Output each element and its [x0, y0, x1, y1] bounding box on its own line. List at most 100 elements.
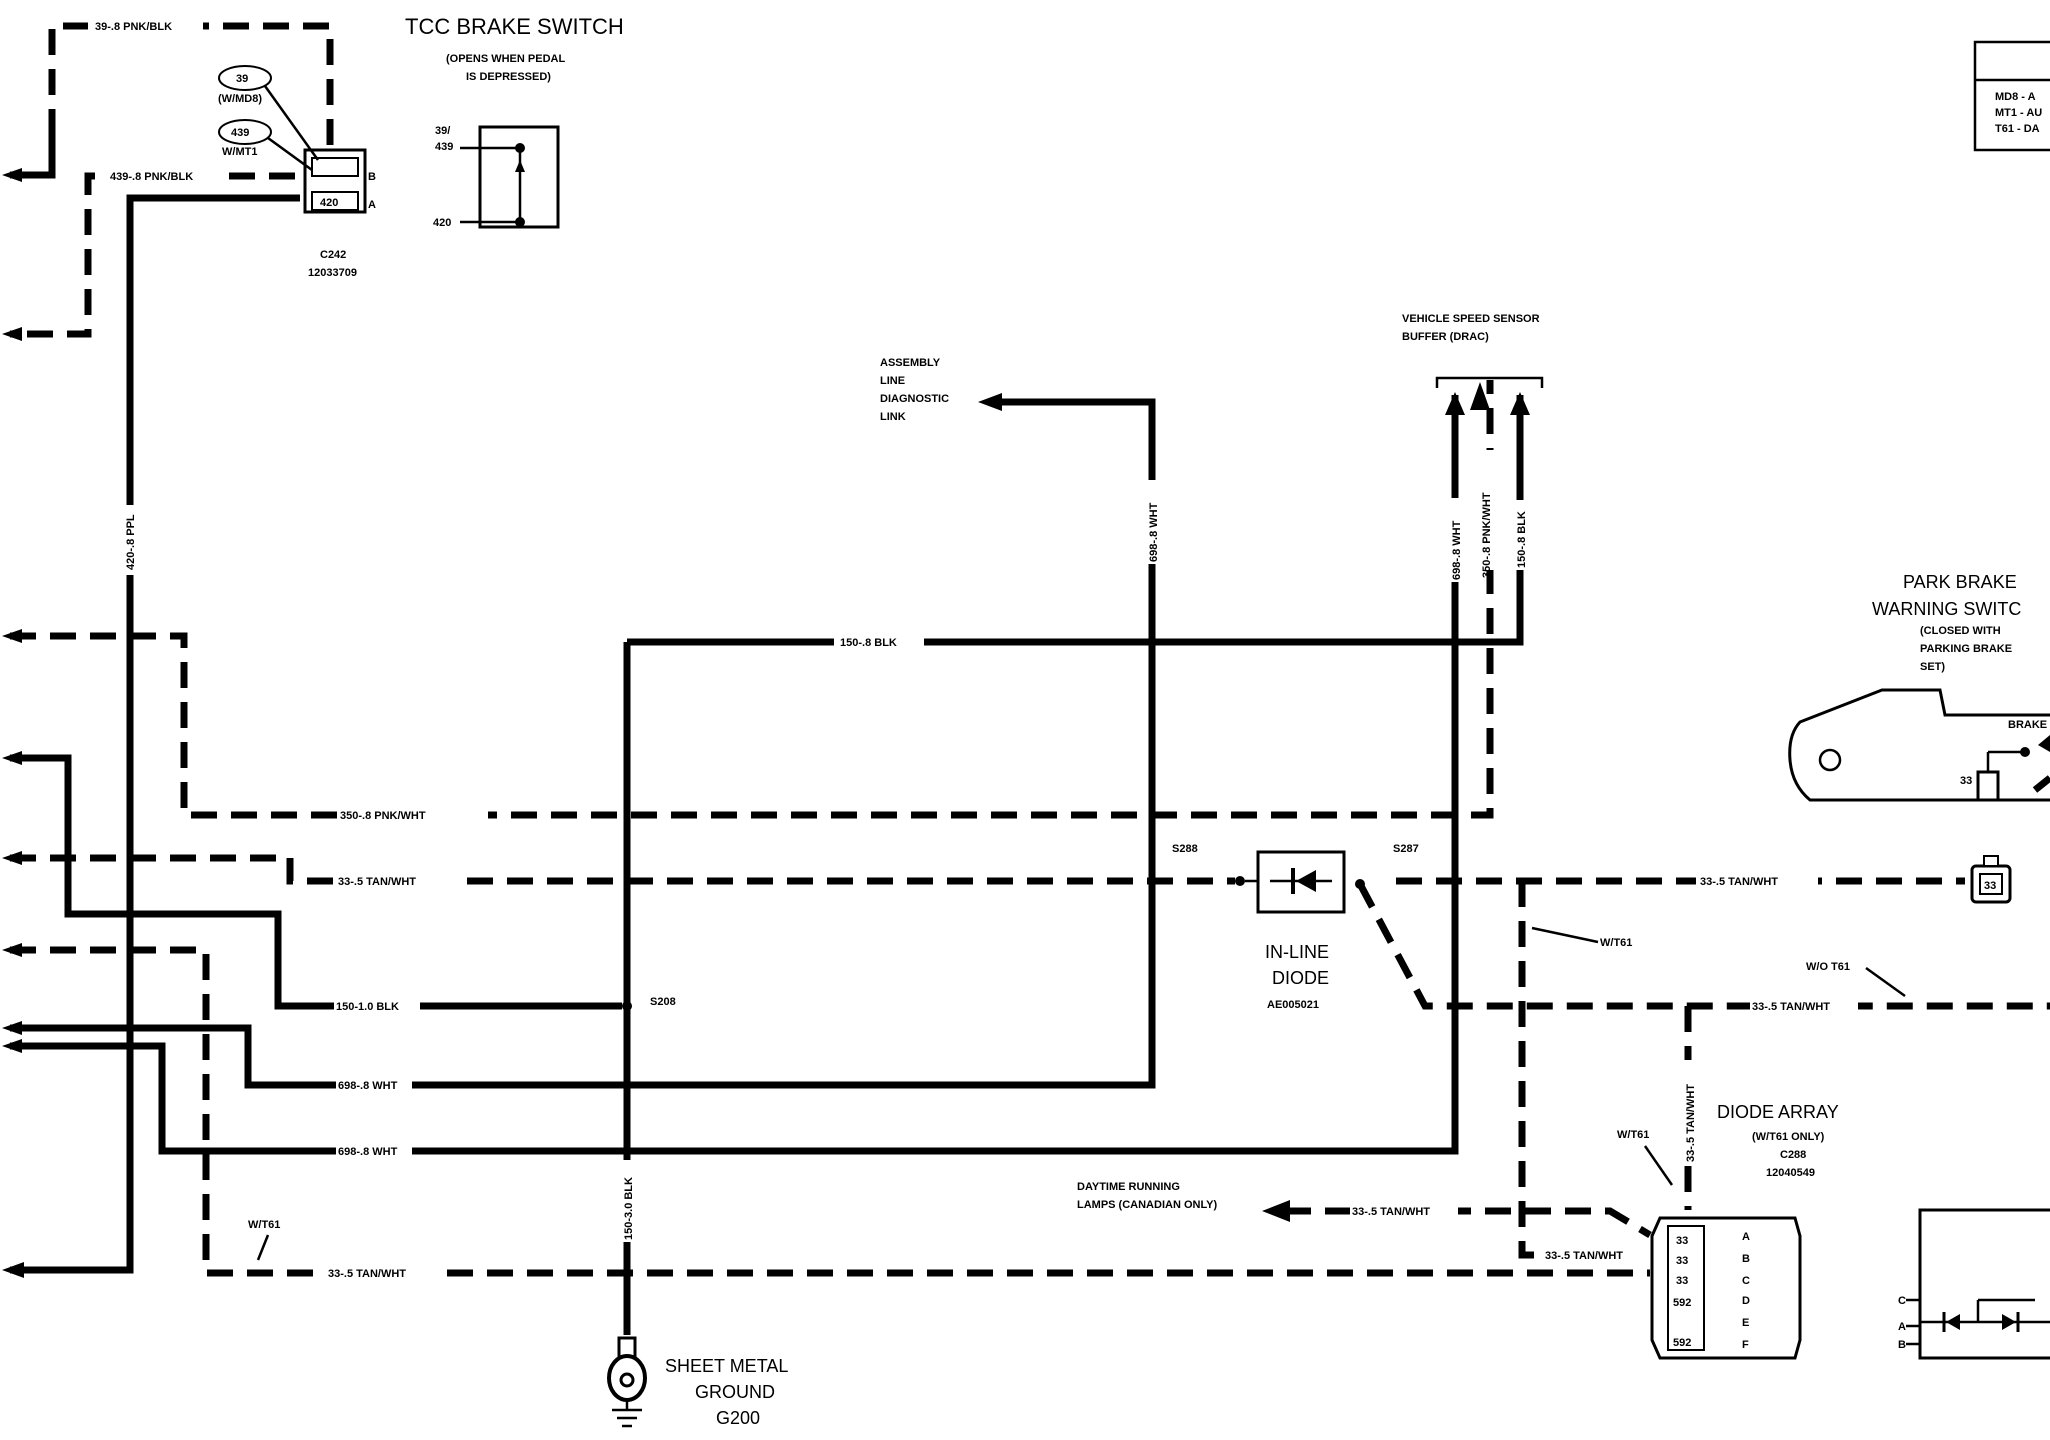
tcc-title: TCC BRAKE SWITCH: [405, 14, 624, 39]
wire-439-pnk-blk: 439-.8 PNK/BLK: [2, 169, 295, 341]
park-note-1: (CLOSED WITH: [1920, 625, 2001, 637]
tcc-brake-switch: TCC BRAKE SWITCH (OPENS WHEN PEDAL IS DE…: [405, 14, 624, 229]
wire-39-pnk-blk: 39-.8 PNK/BLK: [2, 19, 334, 182]
vss-label-2: BUFFER (DRAC): [1402, 331, 1489, 343]
drl-label-1: DAYTIME RUNNING: [1077, 1181, 1180, 1193]
vss-label-1: VEHICLE SPEED SENSOR: [1402, 313, 1540, 325]
array-pin-c: C: [1742, 1275, 1750, 1287]
wire-label-420: 420-.8 PPL: [125, 514, 137, 570]
wire-350-pnk-wht: 350-.8 PNK/WHT: [2, 380, 1494, 822]
splice-s208: S208: [650, 996, 676, 1008]
tcc-pin-top-1: 39/: [435, 125, 450, 137]
aldl-label-2: LINE: [880, 375, 905, 387]
wire-150-blk-ground: 150-.8 BLK 150-3.0 BLK 150-.8 BLK: [618, 395, 1529, 1335]
drl-label-2: LAMPS (CANADIAN ONLY): [1077, 1199, 1217, 1211]
connector-c242: 420 B A 39 (W/MD8) 439 W/MT1 C242 120337…: [218, 65, 376, 279]
park-label-1: PARK BRAKE: [1903, 572, 2017, 592]
tcc-pin-top-2: 439: [435, 141, 453, 153]
wire-label-350-vss: 350-.8 PNK/WHT: [1481, 492, 1493, 578]
wire-420-ppl: 420-.8 PPL: [2, 194, 300, 1278]
park-note-2: PARKING BRAKE: [1920, 643, 2012, 655]
array-note: (W/T61 ONLY): [1752, 1131, 1825, 1143]
wire-33-tan-wht-upper: 33-.5 TAN/WHT S288: [2, 843, 1245, 888]
park-brake-label: BRAKE: [2008, 719, 2047, 731]
module-pin-b: B: [1898, 1339, 1906, 1351]
wire-label-39: 39-.8 PNK/BLK: [95, 21, 172, 33]
array-pin-f: F: [1742, 1339, 1749, 1351]
tcc-note-1: (OPENS WHEN PEDAL: [446, 53, 565, 65]
module-pin-c: C: [1898, 1295, 1906, 1307]
wire-label-33-b: 33-.5 TAN/WHT: [328, 1268, 406, 1280]
pin-b-label: B: [368, 171, 376, 183]
inline-diode: IN-LINE DIODE AE005021 S287: [1245, 843, 1419, 1011]
park-note-3: SET): [1920, 661, 1945, 673]
legend-row-2: MT1 - AU: [1995, 107, 2042, 119]
label-wt61-c: W/T61: [1617, 1129, 1649, 1141]
cavity-420: 420: [320, 197, 338, 209]
array-pin-b: B: [1742, 1253, 1750, 1265]
diode-array: DIODE ARRAY (W/T61 ONLY) C288 12040549 3…: [1650, 1102, 1839, 1360]
legend-row-3: T61 - DA: [1995, 123, 2040, 135]
wire-label-439: 439-.8 PNK/BLK: [110, 171, 193, 183]
connector-33-label: 33: [1984, 880, 1996, 892]
array-cavities: 33 33 33 592 592: [1673, 1235, 1691, 1349]
connector-33-right: 33: [1970, 855, 2012, 904]
array-pins: A B C D E F: [1742, 1231, 1750, 1351]
wire-label-150-1: 150-1.0 BLK: [336, 1001, 399, 1013]
right-module: C A B: [1898, 1208, 2050, 1360]
wire-label-350: 350-.8 PNK/WHT: [340, 810, 426, 822]
array-title: DIODE ARRAY: [1717, 1102, 1839, 1122]
tcc-note-2: IS DEPRESSED): [466, 71, 551, 83]
aldl-label-3: DIAGNOSTIC: [880, 393, 949, 405]
wire-33-right: 33-.5 TAN/WHT 33-.5 TAN/WHT 33-.5 TAN/WH…: [1356, 874, 2050, 1262]
diode-label-1: IN-LINE: [1265, 942, 1329, 962]
wire-label-150-top: 150-.8 BLK: [840, 637, 897, 649]
ground-symbol: [607, 1336, 647, 1428]
wire-label-33-a: 33-.5 TAN/WHT: [338, 876, 416, 888]
wire-label-33-vert: 33-.5 TAN/WHT: [1685, 1084, 1697, 1162]
array-cavity-1: 33: [1676, 1235, 1688, 1247]
aldl-label-1: ASSEMBLY: [880, 357, 941, 369]
option-legend: MD8 - A MT1 - AU T61 - DA: [1973, 40, 2050, 152]
callout-439: 439: [231, 127, 249, 139]
wire-label-698-vert: 698-.8 WHT: [1148, 502, 1160, 562]
array-cavity-4: 592: [1673, 1297, 1691, 1309]
ground-label-3: G200: [716, 1408, 760, 1428]
array-cavity-5: 592: [1673, 1337, 1691, 1349]
array-pin-d: D: [1742, 1295, 1750, 1307]
pin-a-label: A: [368, 199, 376, 211]
callout-39-note: (W/MD8): [218, 93, 262, 105]
wire-label-33-mid: 33-.5 TAN/WHT: [1752, 1001, 1830, 1013]
label-wt61-a: W/T61: [248, 1219, 280, 1231]
wire-698-wht-b: 698-.8 WHT 698-.8 WHT: [2, 395, 1464, 1158]
array-part: 12040549: [1766, 1167, 1815, 1179]
connector-part: 12033709: [308, 267, 357, 279]
wire-label-698-a: 698-.8 WHT: [338, 1080, 398, 1092]
label-wot61: W/O T61: [1806, 961, 1850, 973]
label-wt61-b: W/T61: [1600, 937, 1632, 949]
array-connector: C288: [1780, 1149, 1806, 1161]
splice-s288: S288: [1172, 843, 1198, 855]
wire-label-33-right: 33-.5 TAN/WHT: [1700, 876, 1778, 888]
wire-label-150-3: 150-3.0 BLK: [623, 1177, 635, 1240]
wire-label-150-vss: 150-.8 BLK: [1516, 511, 1528, 568]
wire-label-698-vss: 698-.8 WHT: [1451, 520, 1463, 580]
park-pin-33: 33: [1960, 775, 1972, 787]
park-label-2: WARNING SWITC: [1872, 599, 2021, 619]
callout-39: 39: [236, 73, 248, 85]
vss-buffer-connector: VEHICLE SPEED SENSOR BUFFER (DRAC): [1402, 313, 1544, 415]
aldl-label-4: LINK: [880, 411, 906, 423]
park-brake-switch: PARK BRAKE WARNING SWITC (CLOSED WITH PA…: [1788, 572, 2050, 802]
wire-150-1-blk: 150-1.0 BLK S208: [2, 751, 676, 1013]
wire-698-wht-a: 698-.8 WHT 698-.8 WHT: [2, 393, 1161, 1092]
connector-name: C242: [320, 249, 346, 261]
wire-label-33-drl: 33-.5 TAN/WHT: [1352, 1206, 1430, 1218]
wire-33-tan-wht-lower: 33-.5 TAN/WHT W/T61: [2, 943, 1650, 1280]
module-pin-a: A: [1898, 1321, 1906, 1333]
callout-439-note: W/MT1: [222, 146, 257, 158]
array-pin-e: E: [1742, 1317, 1749, 1329]
array-cavity-3: 33: [1676, 1275, 1688, 1287]
diode-label-2: DIODE: [1272, 968, 1329, 988]
ground-label-1: SHEET METAL: [665, 1356, 788, 1376]
